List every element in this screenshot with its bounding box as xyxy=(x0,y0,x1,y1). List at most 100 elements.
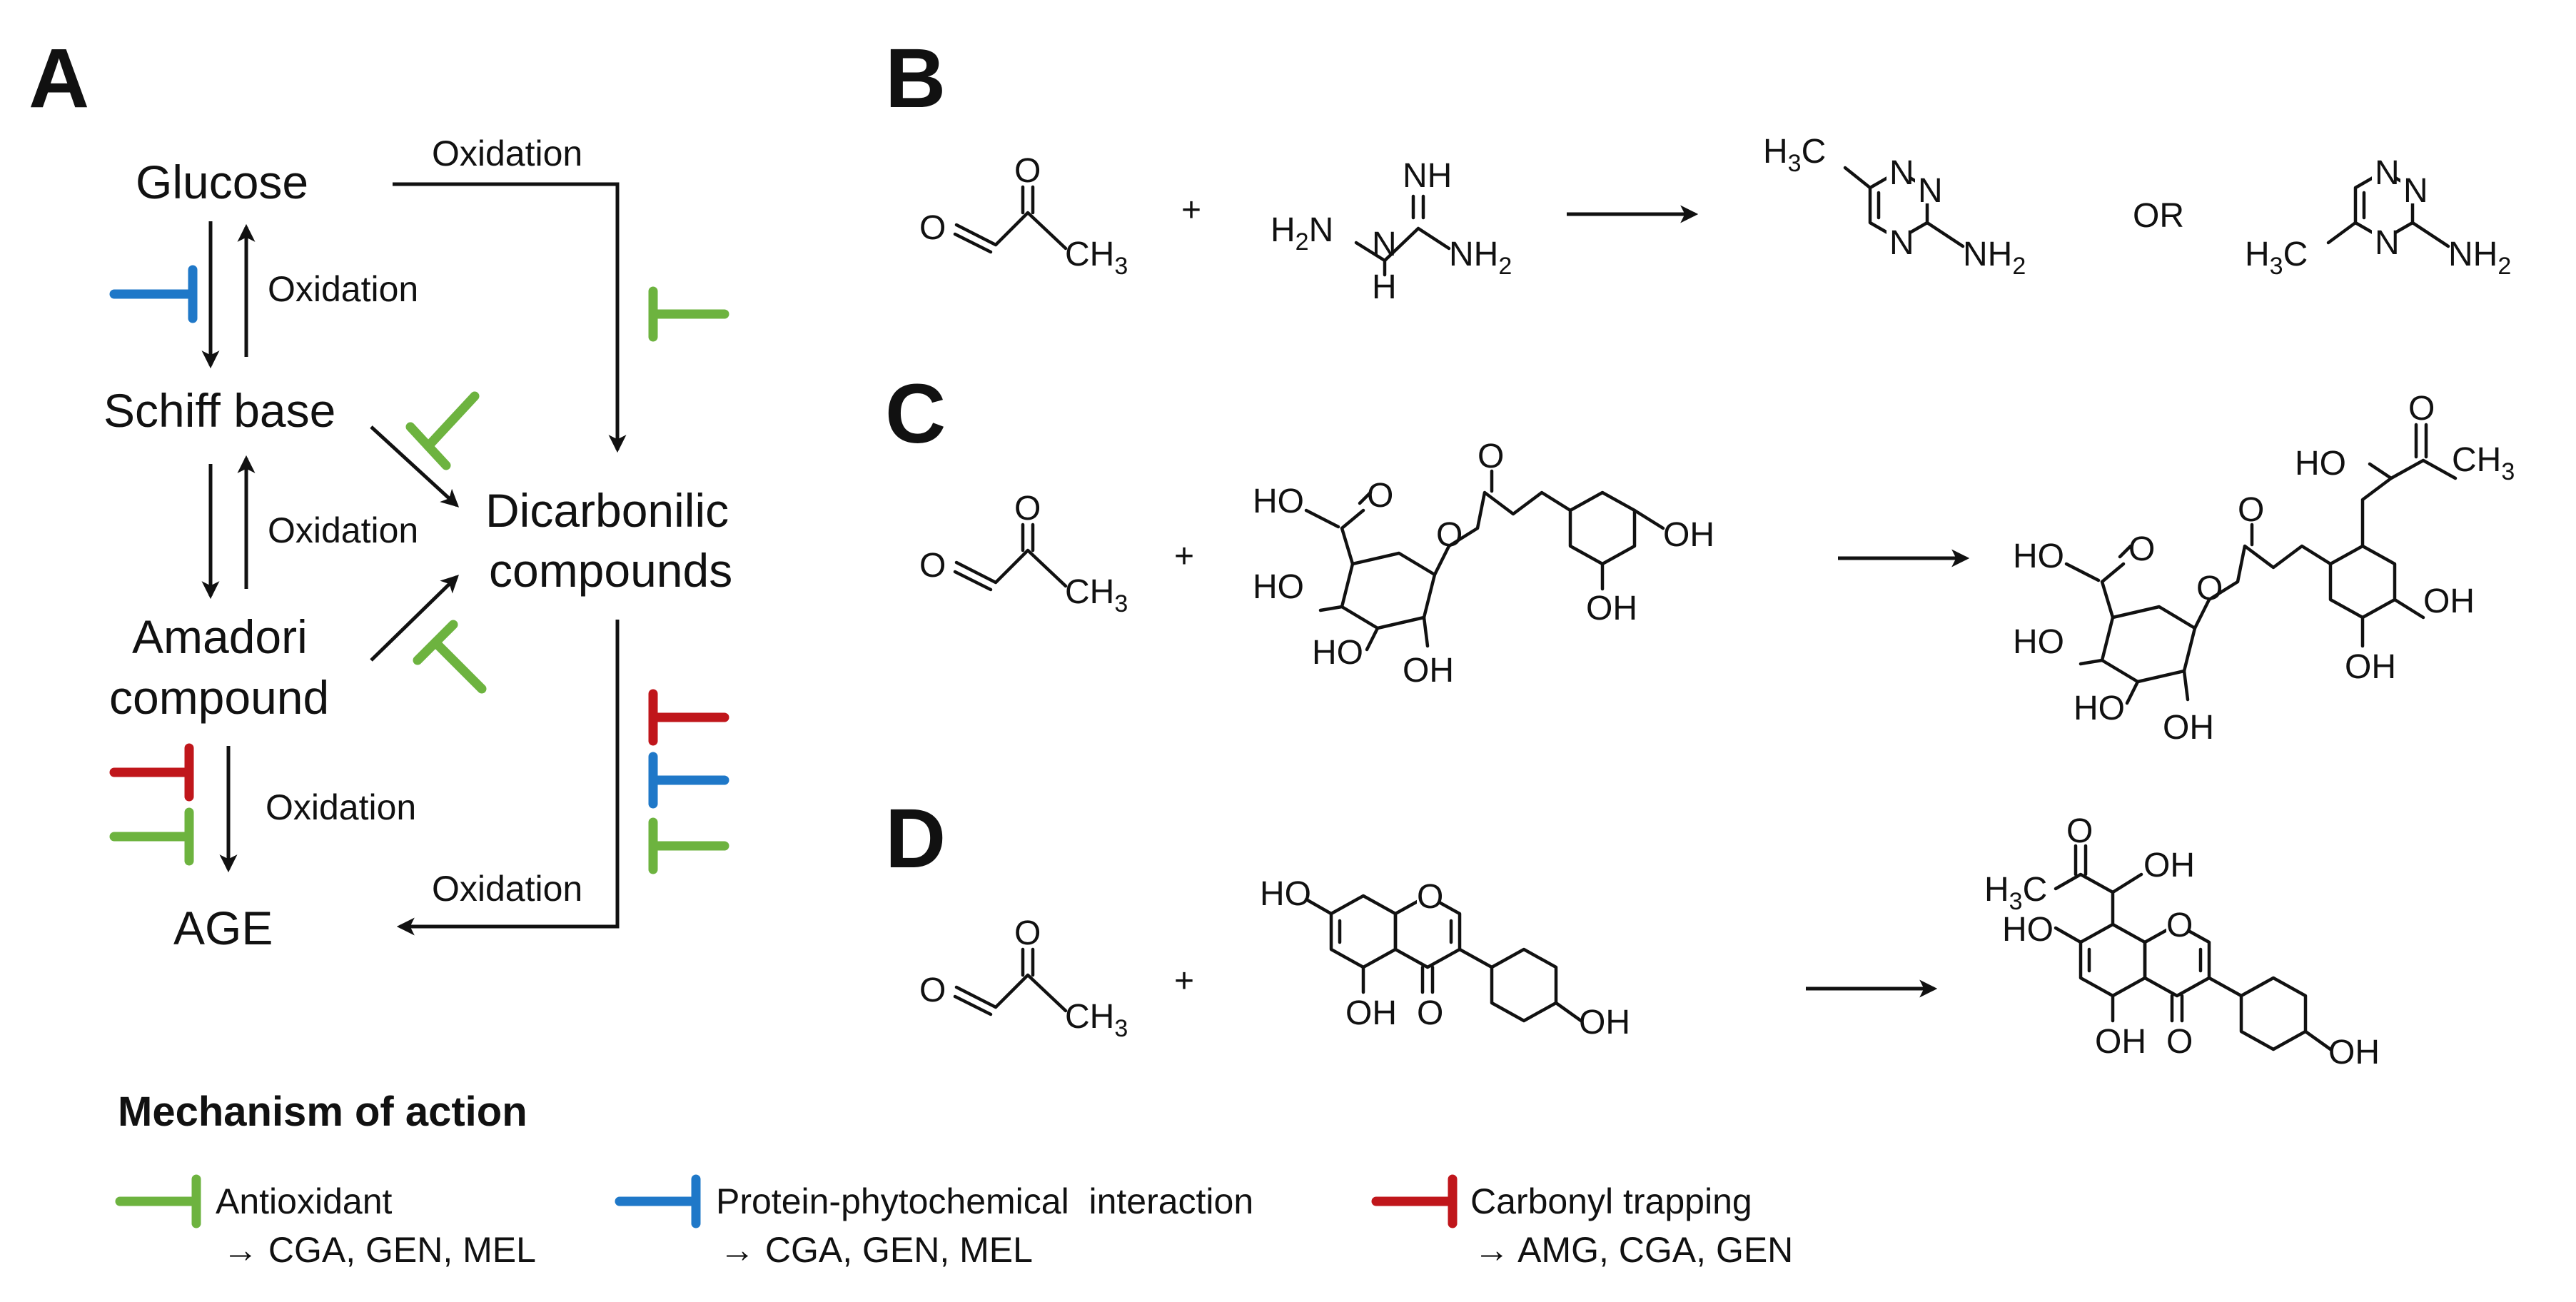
node-schiff-base: Schiff base xyxy=(103,384,335,437)
arrow-dicarbonyl-to-age xyxy=(396,620,620,936)
legend-title: Mechanism of action xyxy=(118,1089,527,1135)
atom-nh2-label: NH2 xyxy=(1963,236,2026,280)
node-dicarbonyl-line1: Dicarbonilic xyxy=(485,484,729,537)
atom-o: O xyxy=(1014,490,1041,528)
methylglyoxal-b: O O CH3 xyxy=(919,152,1128,280)
atom-nh: NH xyxy=(1403,157,1452,195)
atom-oh: OH xyxy=(1586,590,1637,627)
atom-o: O xyxy=(919,972,946,1009)
aminoguanidine: NH H2N N H NH2 xyxy=(1271,157,1512,306)
atom-n: N xyxy=(1372,226,1397,263)
triazine-product-2: N N N H3C NH2 xyxy=(2245,154,2511,280)
atom-ho: HO xyxy=(1260,875,1311,913)
genistein-adduct: O O OH H3C HO OH O OH xyxy=(1984,812,2380,1071)
atom-h3c-label: H3C xyxy=(1763,133,1826,177)
atom-oh: OH xyxy=(1663,516,1714,554)
legend-label-carbonyl: Carbonyl trapping xyxy=(1470,1181,1752,1221)
label-oxidation-4: Oxidation xyxy=(432,133,582,173)
atom-o: O xyxy=(1014,914,1041,952)
atom-o: O xyxy=(2128,530,2155,568)
atom-o: O xyxy=(1478,438,1504,475)
atom-ho: HO xyxy=(1312,634,1363,672)
plus-sign-b: + xyxy=(1181,191,1201,229)
label-oxidation-5: Oxidation xyxy=(432,869,582,909)
panel-label-b: B xyxy=(885,31,946,126)
legend-compounds-antioxidant: → CGA, GEN, MEL xyxy=(223,1230,536,1270)
atom-n: N xyxy=(1889,154,1914,192)
atom-oh: OH xyxy=(1345,994,1397,1032)
atom-ho: HO xyxy=(2074,690,2125,727)
legend-compounds-carbonyl: → AMG, CGA, GEN xyxy=(1474,1230,1793,1270)
atom-h2n-label: H2N xyxy=(1271,211,1333,256)
label-oxidation-3: Oxidation xyxy=(266,787,416,827)
atom-ch3-label: CH3 xyxy=(1065,573,1128,617)
inhibit-green-amadori xyxy=(430,637,487,694)
atom-n: N xyxy=(2403,172,2428,210)
atom-o: O xyxy=(1417,994,1443,1032)
panel-a: A Glucose Schiff base Amadori compound D… xyxy=(29,31,732,954)
atom-o: O xyxy=(919,547,946,585)
atom-h3c-label: H3C xyxy=(1984,871,2047,915)
atom-o: O xyxy=(2166,1023,2193,1061)
atom-o: O xyxy=(1367,477,1393,515)
atom-oh: OH xyxy=(2328,1034,2380,1071)
atom-ho: HO xyxy=(2295,445,2346,483)
panel-c: C O O CH3 + HO O O xyxy=(885,367,2515,747)
atom-oh: OH xyxy=(2345,648,2396,686)
atom-o: O xyxy=(2066,812,2093,850)
legend: Mechanism of action Antioxidant → CGA, G… xyxy=(115,1089,1793,1270)
chlorogenic-acid: HO O O O HO HO OH OH OH xyxy=(1253,438,1714,690)
atom-n: N xyxy=(2375,154,2400,192)
methylglyoxal-d: O O CH3 xyxy=(919,914,1128,1042)
atom-o: O xyxy=(2196,570,2223,607)
node-dicarbonyl-line2: compounds xyxy=(489,544,732,597)
atom-o: O xyxy=(2166,907,2193,944)
label-oxidation-1: Oxidation xyxy=(268,269,418,309)
atom-o: O xyxy=(1014,152,1041,190)
or-label: OR xyxy=(2133,197,2184,235)
atom-o: O xyxy=(2238,491,2264,529)
inhibit-green-schiff xyxy=(423,391,480,451)
legend-compounds-protein: → CGA, GEN, MEL xyxy=(719,1230,1033,1270)
atom-o: O xyxy=(1436,516,1463,554)
panel-d: D O O CH3 + O HO OH xyxy=(885,792,2380,1071)
atom-ch3-label: CH3 xyxy=(1065,236,1128,280)
plus-sign-d: + xyxy=(1174,962,1194,1000)
atom-nh2-label: NH2 xyxy=(2448,236,2511,280)
atom-h: H xyxy=(1372,268,1397,306)
chlorogenic-acid-adduct: HO O O O O HO CH3 HO HO OH OH OH xyxy=(2013,390,2515,747)
atom-oh: OH xyxy=(1579,1004,1630,1041)
node-amadori-line1: Amadori xyxy=(132,610,308,663)
plus-sign-c: + xyxy=(1174,538,1194,575)
methylglyoxal-c: O O CH3 xyxy=(919,490,1128,617)
atom-ho: HO xyxy=(1253,483,1304,520)
node-glucose: Glucose xyxy=(136,156,308,208)
atom-h3c-label: H3C xyxy=(2245,236,2308,280)
atom-ho: HO xyxy=(2002,911,2054,949)
atom-o: O xyxy=(2408,390,2435,428)
node-amadori-line2: compound xyxy=(109,671,329,724)
atom-oh: OH xyxy=(2163,709,2214,747)
atom-oh: OH xyxy=(2095,1023,2146,1061)
atom-ch3-label: CH3 xyxy=(2452,441,2515,485)
atom-oh: OH xyxy=(2423,582,2475,620)
label-oxidation-2: Oxidation xyxy=(268,510,418,550)
arrow-schiff-to-dicarbonyl xyxy=(370,425,460,508)
atom-ho: HO xyxy=(1253,568,1304,606)
arrow-amadori-to-dicarbonyl xyxy=(370,575,459,662)
genistein: O HO OH O OH xyxy=(1260,875,1630,1041)
atom-n: N xyxy=(1918,172,1943,210)
arrow-glucose-to-dicarbonyl xyxy=(393,182,627,453)
panel-label-c: C xyxy=(885,367,946,461)
triazine-product-1: N N N H3C NH2 xyxy=(1763,133,2026,280)
atom-ho: HO xyxy=(2013,623,2064,661)
inhibit-green-schiff-bar xyxy=(405,422,451,470)
atom-oh: OH xyxy=(1403,652,1454,690)
inhibit-green-amadori-bar xyxy=(413,620,458,665)
atom-o: O xyxy=(1417,878,1443,916)
atom-oh: OH xyxy=(2143,847,2195,884)
panel-b: B O O CH3 + NH H2N N H NH2 xyxy=(885,31,2511,306)
atom-nh2-label: NH2 xyxy=(1449,236,1512,280)
panel-label-d: D xyxy=(885,792,946,886)
atom-ho: HO xyxy=(2013,538,2064,575)
